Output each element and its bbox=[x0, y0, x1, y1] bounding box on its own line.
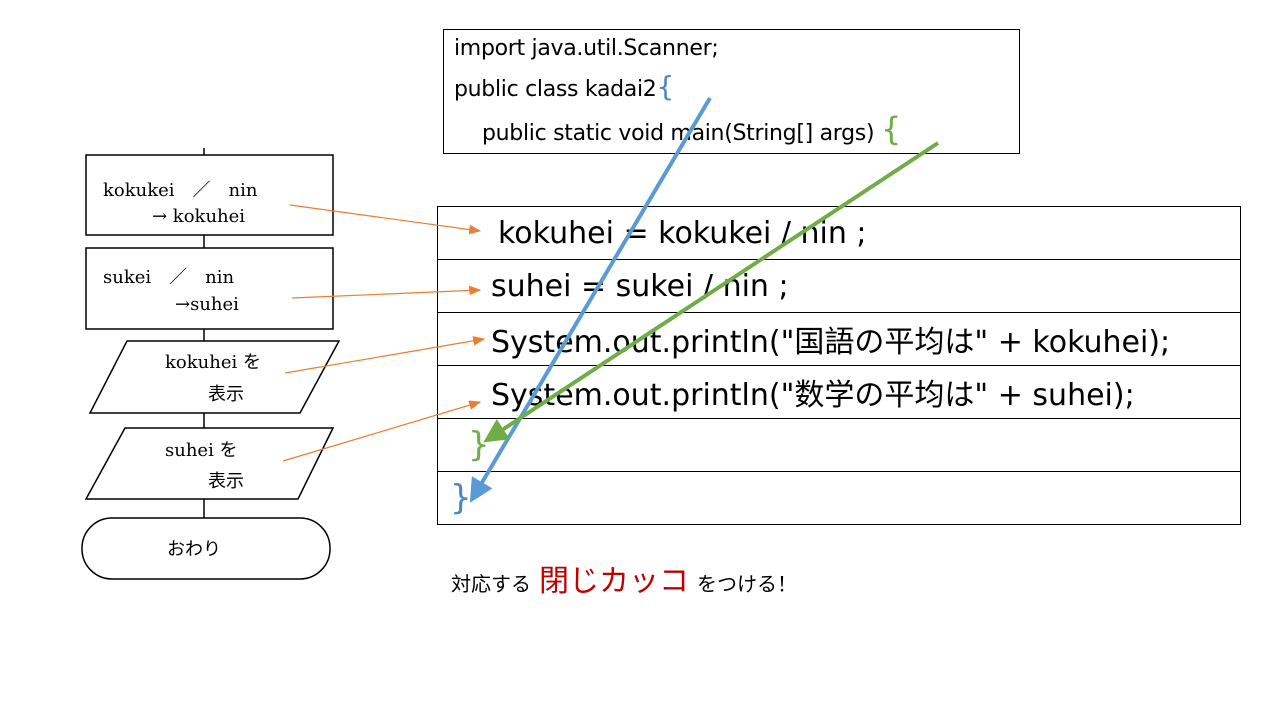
caption-highlight: 閉じカッコ bbox=[539, 564, 689, 599]
class-open-brace: { bbox=[656, 70, 674, 103]
main-open-brace: { bbox=[880, 110, 902, 148]
step4-label: suhei を bbox=[165, 440, 238, 461]
step4-display: 表示 bbox=[208, 471, 244, 492]
caption: 対応する閉じカッコをつける！ bbox=[451, 556, 797, 600]
step3-label: kokuhei を bbox=[165, 352, 261, 373]
caption-suffix: をつける！ bbox=[697, 572, 797, 596]
terminator-end bbox=[81, 517, 331, 580]
step2-result: →suhei bbox=[175, 294, 239, 315]
end-label: おわり bbox=[167, 539, 221, 560]
step2-formula: sukei ／ nin bbox=[103, 267, 235, 288]
import-line: import java.util.Scanner; bbox=[454, 36, 719, 61]
output-shape-suhei bbox=[84, 427, 335, 500]
step1-formula: kokukei ／ nin bbox=[103, 180, 258, 201]
step3-display: 表示 bbox=[208, 384, 244, 405]
process-box-suhei bbox=[85, 247, 334, 330]
step1-result: → kokuhei bbox=[152, 206, 246, 227]
caption-prefix: 対応する bbox=[451, 572, 531, 596]
